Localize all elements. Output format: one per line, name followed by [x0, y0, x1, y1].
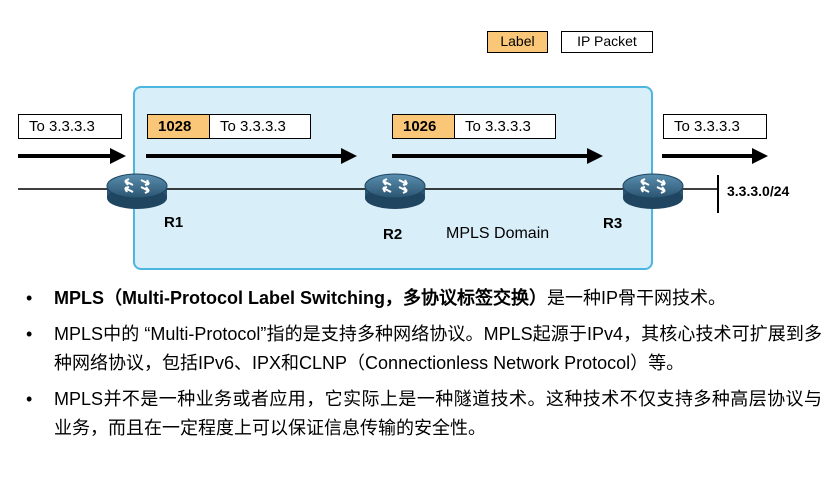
- router-r3-name: R3: [603, 215, 623, 232]
- forward-arrow-hop1: [146, 148, 357, 164]
- forward-arrow-ingress: [18, 148, 126, 164]
- legend-packet-swatch: IP Packet: [561, 31, 653, 53]
- network-diagram: [18, 148, 768, 213]
- forward-arrow-hop2: [392, 148, 603, 164]
- ingress-packet: To 3.3.3.3: [18, 114, 122, 139]
- legend-label-swatch: Label: [487, 31, 548, 53]
- description-list: MPLS（Multi-Protocol Label Switching，多协议标…: [26, 284, 822, 450]
- bullet-definition-term: MPLS（Multi-Protocol Label Switching，多协议标…: [54, 288, 547, 308]
- egress-packet: To 3.3.3.3: [663, 114, 767, 139]
- bullet-tunnel: MPLS并不是一种业务或者应用，它实际上是一种隧道技术。这种技术不仅支持多种高层…: [26, 385, 822, 443]
- bullet-definition-text: 是一种IP骨干网技术。: [547, 288, 727, 308]
- router-r1-icon: [106, 173, 168, 209]
- router-r1-name: R1: [164, 214, 184, 231]
- hop2-packet: To 3.3.3.3: [454, 114, 556, 139]
- bullet-definition: MPLS（Multi-Protocol Label Switching，多协议标…: [26, 284, 822, 313]
- hop1-label: 1028: [147, 114, 210, 139]
- mpls-domain-label: MPLS Domain: [446, 225, 550, 242]
- hop1-packet: To 3.3.3.3: [209, 114, 311, 139]
- forward-arrow-egress: [662, 148, 768, 164]
- bullet-multi-protocol: MPLS中的 “Multi-Protocol”指的是支持多种网络协议。MPLS起…: [26, 320, 822, 378]
- router-r2-icon: [364, 173, 426, 209]
- destination-network: 3.3.3.0/24: [727, 183, 790, 199]
- router-r3-icon: [622, 173, 684, 209]
- router-r2-name: R2: [383, 226, 403, 243]
- hop2-label: 1026: [392, 114, 455, 139]
